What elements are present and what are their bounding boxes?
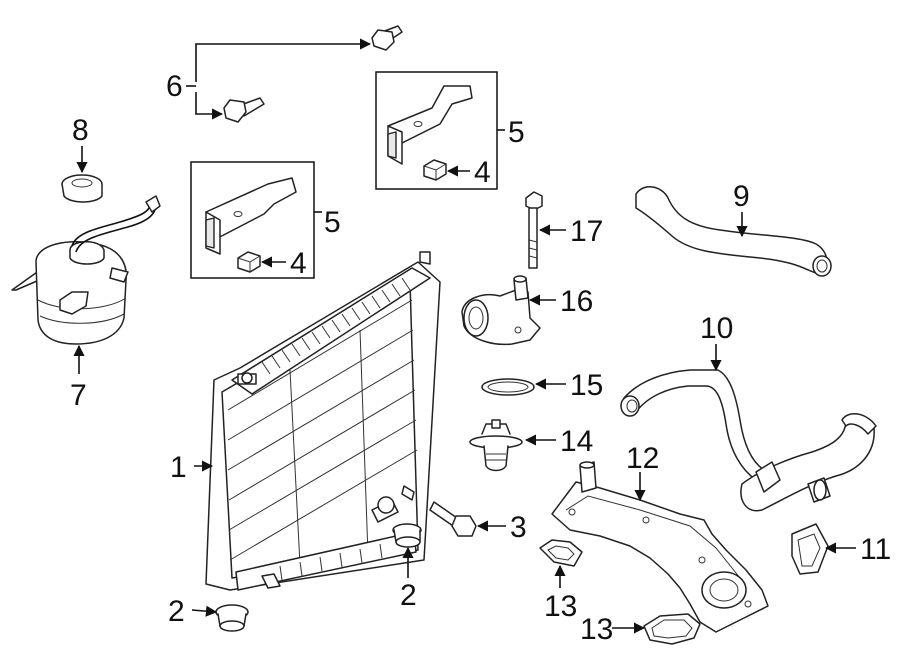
- bolt-3: [429, 501, 477, 537]
- bracket-box-left: [190, 161, 315, 279]
- callout-1: 1: [170, 451, 187, 484]
- thermostat: [469, 419, 523, 472]
- callout-13-right: 13: [580, 613, 613, 646]
- reservoir-cap: [61, 174, 103, 203]
- upper-radiator-hose: [635, 186, 832, 277]
- callout-15: 15: [570, 369, 603, 402]
- bolt-6-lower: [223, 97, 265, 123]
- callout-7: 7: [70, 379, 87, 412]
- leader-lines: [73, 38, 856, 634]
- bolt-17: [525, 191, 543, 269]
- callout-4-right: 4: [474, 156, 491, 189]
- grommet-upper: [392, 523, 422, 548]
- callout-2-lower: 2: [168, 595, 185, 628]
- callout-14: 14: [560, 425, 593, 458]
- grommet-lower: [215, 604, 249, 632]
- nut-left: [237, 251, 261, 273]
- callout-10: 10: [700, 312, 733, 345]
- callout-17: 17: [570, 215, 603, 248]
- lower-radiator-hose: [620, 369, 877, 512]
- callout-11: 11: [860, 533, 891, 566]
- nut-right: [423, 159, 447, 181]
- hose-seal: [791, 523, 829, 575]
- o-ring: [481, 378, 535, 396]
- callout-labels: 1 2 2 3 4 4 5 5 6 7 8 9 10 11 12 13 13 1…: [70, 70, 891, 646]
- callout-12: 12: [626, 442, 659, 475]
- bracket-right: [387, 85, 473, 165]
- bolt-6-upper: [371, 25, 403, 51]
- bracket-left: [205, 177, 297, 255]
- callout-3: 3: [510, 511, 527, 544]
- callout-13-left: 13: [544, 590, 577, 623]
- gasket-small: [539, 539, 583, 567]
- thermostat-housing: [461, 275, 541, 346]
- coolant-reservoir: [11, 195, 161, 345]
- radiator: [205, 251, 441, 591]
- callout-6: 6: [166, 70, 183, 103]
- callout-8: 8: [72, 114, 89, 147]
- gasket-large: [643, 613, 701, 645]
- callout-9: 9: [733, 180, 750, 213]
- callout-4-left: 4: [290, 247, 307, 280]
- coolant-manifold: [551, 461, 769, 633]
- callout-16: 16: [560, 285, 593, 318]
- callout-2-upper: 2: [400, 579, 417, 612]
- callout-5-right: 5: [508, 116, 525, 149]
- callout-5-left: 5: [324, 206, 341, 239]
